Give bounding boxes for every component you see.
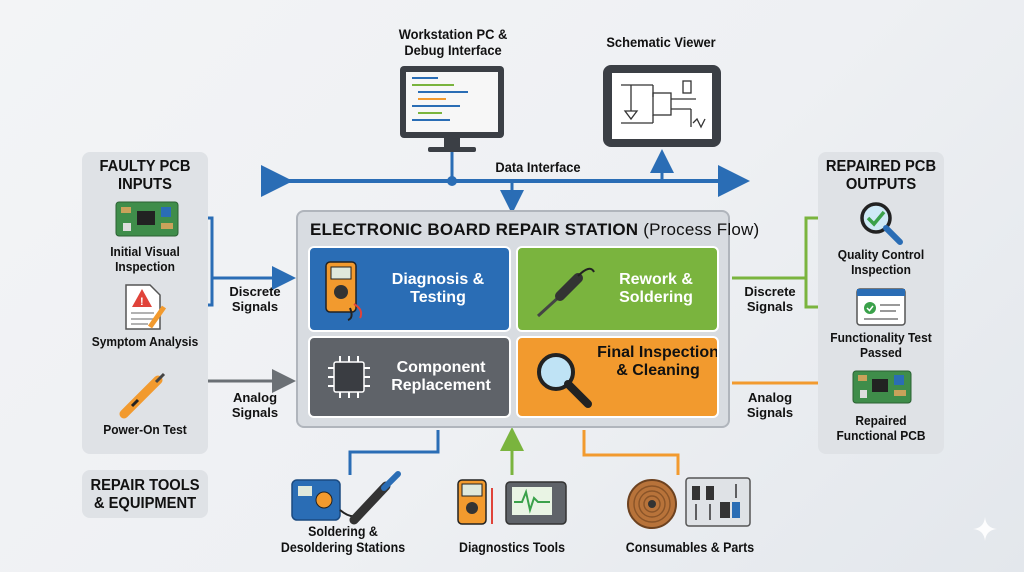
bottom-line-soldering	[348, 430, 440, 475]
magnifier-icon	[537, 353, 592, 408]
station-title-sub: (Process Flow)	[643, 220, 760, 239]
bottom-line-consumables	[582, 430, 680, 475]
tile-replacement-label: Component Replacement	[391, 359, 491, 395]
monitor-icon	[400, 66, 504, 152]
repair-tools-panel	[82, 470, 208, 518]
initial-visual-inspection-label: Initial Visual Inspection	[110, 244, 180, 274]
right-discrete-signals-label: Discrete Signals	[744, 284, 796, 314]
tile-replacement: Component Replacement	[308, 336, 511, 418]
probe-icon	[119, 372, 166, 419]
consumables-parts-label: Consumables & Parts	[625, 540, 755, 555]
oscilloscope-icon	[457, 479, 567, 525]
tile-rework-label: Rework & Soldering	[619, 271, 693, 307]
document-warning-icon: !	[125, 284, 167, 330]
repaired-pcb-title: REPAIRED PCB OUTPUTS	[825, 158, 937, 193]
quality-control-label: Quality Control Inspection	[837, 247, 925, 277]
chip-icon	[328, 356, 370, 398]
repaired-functional-pcb-label: Repaired Functional PCB	[836, 413, 926, 443]
solder-spool-icon	[627, 477, 751, 529]
qc-magnifier-icon	[860, 202, 903, 245]
symptom-analysis-label: Symptom Analysis	[91, 334, 199, 349]
repair-station-box: ELECTRONIC BOARD REPAIR STATION (Process…	[296, 210, 759, 428]
multimeter-icon	[325, 261, 363, 321]
schematic-label: Schematic Viewer	[606, 34, 716, 50]
tile-final-inspection-label: Final Inspection & Cleaning	[597, 344, 719, 380]
tile-diagnosis: Diagnosis & Testing	[308, 246, 511, 332]
sparkle-icon	[973, 517, 997, 541]
soldering-iron-icon	[536, 267, 595, 318]
soldering-stations-label: Soldering & Desoldering Stations	[280, 524, 406, 555]
data-interface-label: Data Interface	[495, 159, 581, 175]
diagnostics-tools-label: Diagnostics Tools	[458, 540, 566, 555]
svg-text:!: !	[140, 296, 144, 308]
soldering-station-icon	[291, 471, 401, 525]
left-analog-signals-label: Analog Signals	[231, 390, 279, 420]
station-title: ELECTRONIC BOARD REPAIR STATION (Process…	[310, 220, 759, 240]
station-title-main: ELECTRONIC BOARD REPAIR STATION	[310, 220, 639, 239]
power-on-test-label: Power-On Test	[103, 422, 187, 437]
tile-diagnosis-label: Diagnosis & Testing	[391, 271, 485, 307]
left-discrete-signals-label: Discrete Signals	[229, 284, 281, 314]
pcb-icon	[115, 201, 179, 237]
tablet-icon	[603, 65, 721, 147]
right-analog-signals-label: Analog Signals	[746, 390, 794, 420]
faulty-pcb-title: FAULTY PCB INPUTS	[99, 158, 191, 193]
repaired-pcb-icon	[852, 370, 912, 404]
bus-node	[447, 176, 457, 186]
repair-tools-title: REPAIR TOOLS & EQUIPMENT	[90, 477, 200, 512]
test-window-icon	[856, 288, 906, 326]
tile-final-inspection: Final Inspection & Cleaning	[516, 336, 719, 418]
workstation-label: Workstation PC & Debug Interface	[398, 26, 508, 59]
functionality-test-label: Functionality Test Passed	[830, 330, 932, 360]
tile-rework: Rework & Soldering	[516, 246, 719, 332]
